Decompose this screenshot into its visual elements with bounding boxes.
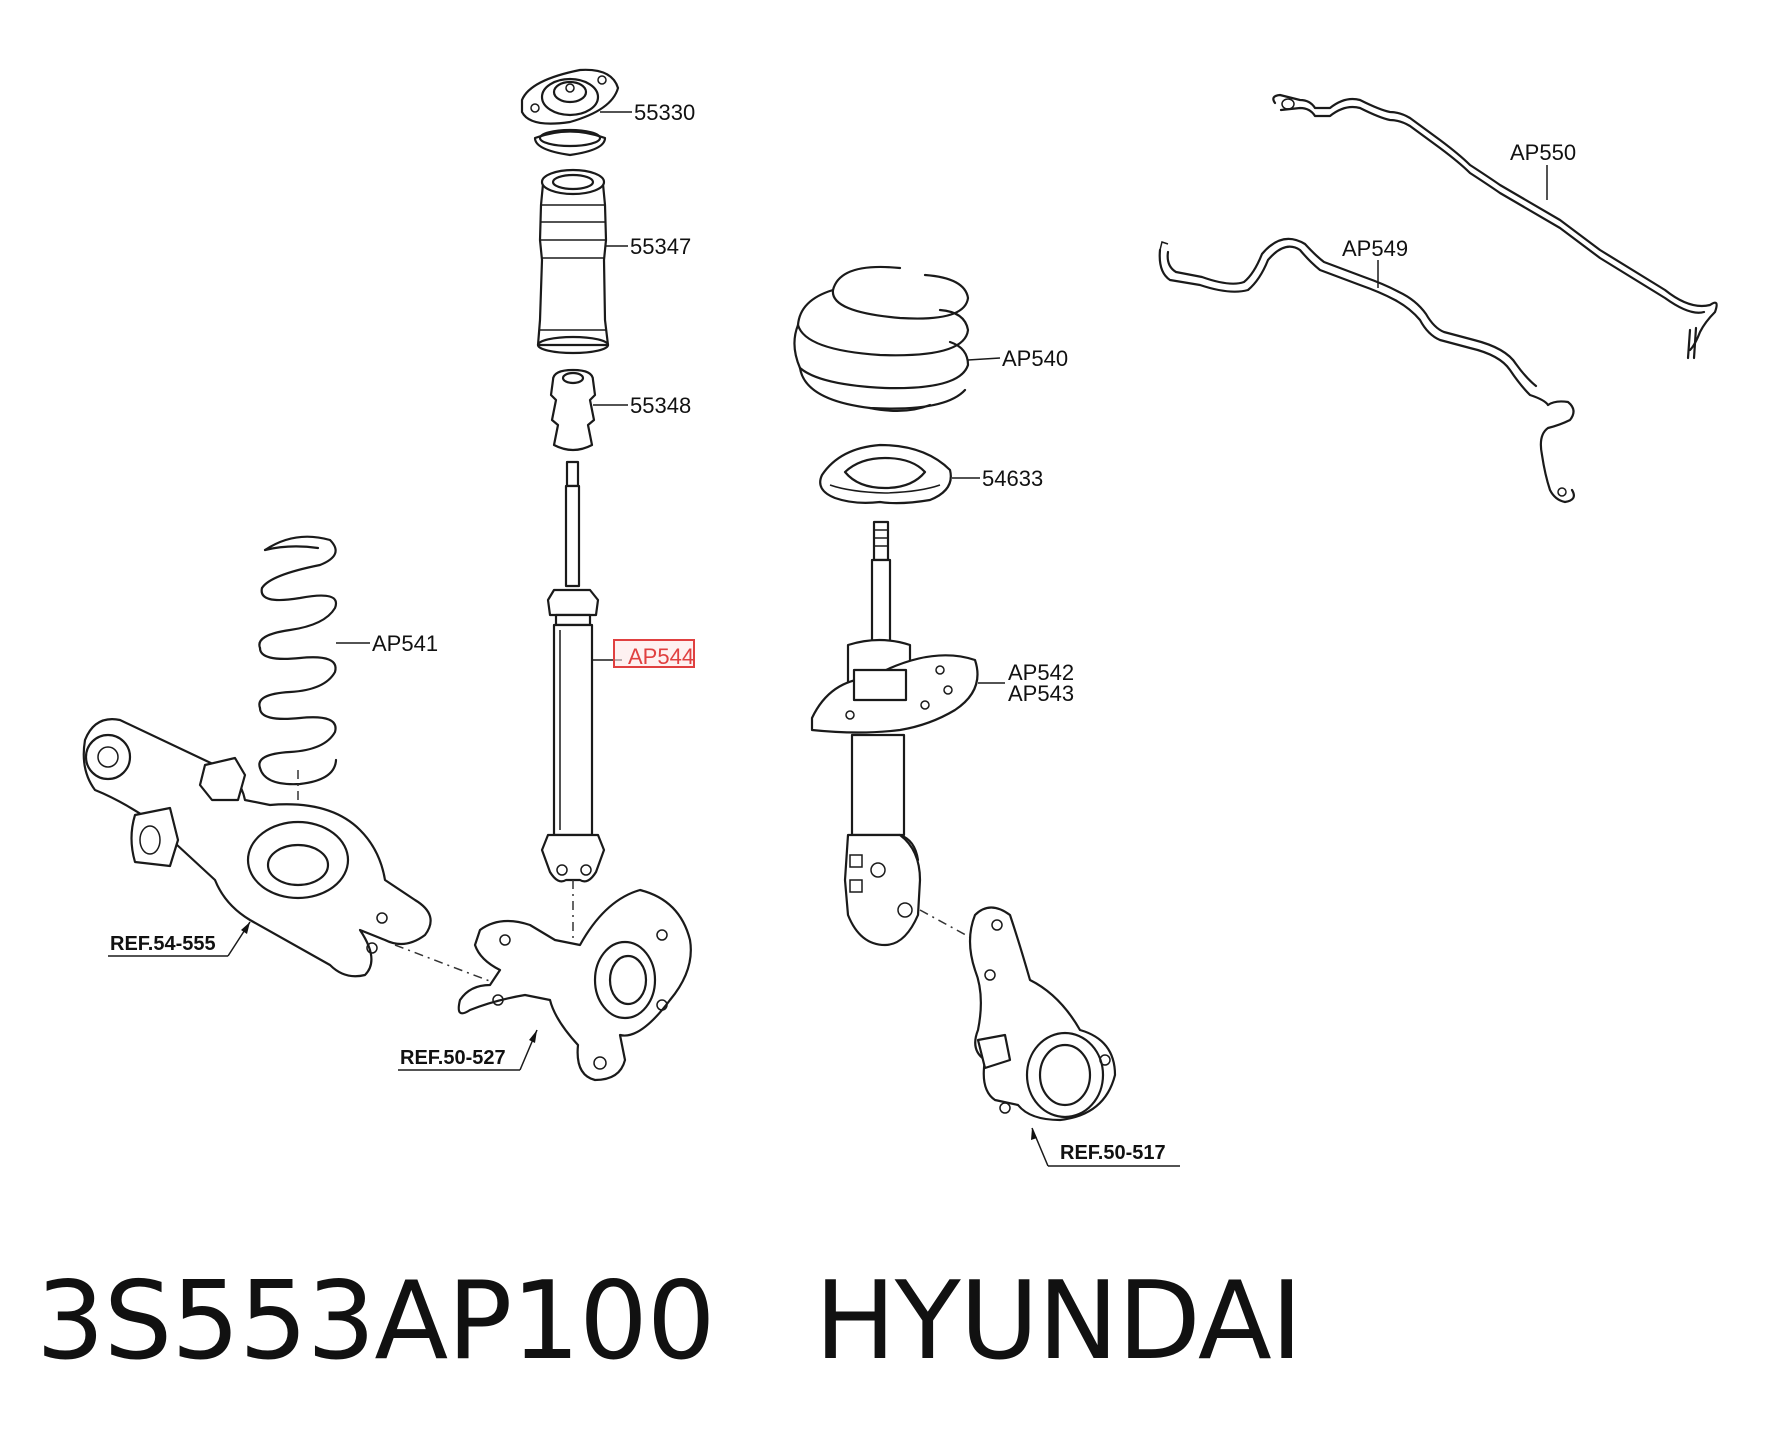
ref-50-527[interactable]: REF.50-527 — [400, 1047, 506, 1069]
ref-54-555-arrowhead — [241, 922, 250, 934]
ref-50-527-arrowhead — [529, 1030, 537, 1043]
label-ap550: AP550 — [1510, 140, 1576, 165]
part-55347-dust-boot[interactable] — [536, 168, 610, 355]
part-ap541-rear-coil-spring[interactable] — [258, 535, 338, 786]
leader-ap540 — [967, 357, 1001, 361]
footer-title: 3S553AP100 HYUNDAI — [36, 1268, 1303, 1376]
label-ap540: AP540 — [1002, 346, 1068, 371]
brand-name: HYUNDAI — [814, 1259, 1303, 1384]
axis-strut-knuckle — [919, 909, 976, 941]
rear-knuckle[interactable] — [457, 888, 692, 1082]
front-knuckle[interactable] — [968, 906, 1117, 1122]
label-55330: 55330 — [634, 100, 695, 125]
part-ap544-rear-shock-absorber[interactable] — [540, 460, 606, 883]
part-55330-strut-mount[interactable] — [520, 68, 620, 157]
highlight-box-ap544 — [613, 639, 695, 668]
label-ap541: AP541 — [372, 631, 438, 656]
axis-arm-knuckle — [394, 944, 501, 986]
part-ap550-stabilizer-bar[interactable] — [1272, 93, 1718, 360]
ref-54-555[interactable]: REF.54-555 — [110, 933, 216, 955]
label-55348: 55348 — [630, 393, 691, 418]
ref-50-517-arrowhead — [1031, 1128, 1037, 1140]
label-54633: 54633 — [982, 466, 1043, 491]
label-ap549: AP549 — [1342, 236, 1408, 261]
rear-lower-control-arm[interactable] — [82, 718, 432, 978]
part-number: 3S553AP100 — [36, 1259, 716, 1384]
part-ap542-ap543-front-strut[interactable] — [810, 520, 979, 947]
label-ap544[interactable]: AP544 — [628, 644, 694, 669]
part-55348-bump-stopper[interactable] — [549, 368, 597, 452]
label-ap542: AP542 — [1008, 660, 1074, 685]
ref-50-517[interactable]: REF.50-517 — [1060, 1142, 1166, 1164]
part-ap540-front-coil-spring[interactable] — [793, 265, 970, 412]
part-ap549-stabilizer-bar[interactable] — [1158, 237, 1575, 504]
part-54633-spring-seat[interactable] — [819, 443, 952, 505]
label-ap543: AP543 — [1008, 681, 1074, 706]
label-55347: 55347 — [630, 234, 691, 259]
